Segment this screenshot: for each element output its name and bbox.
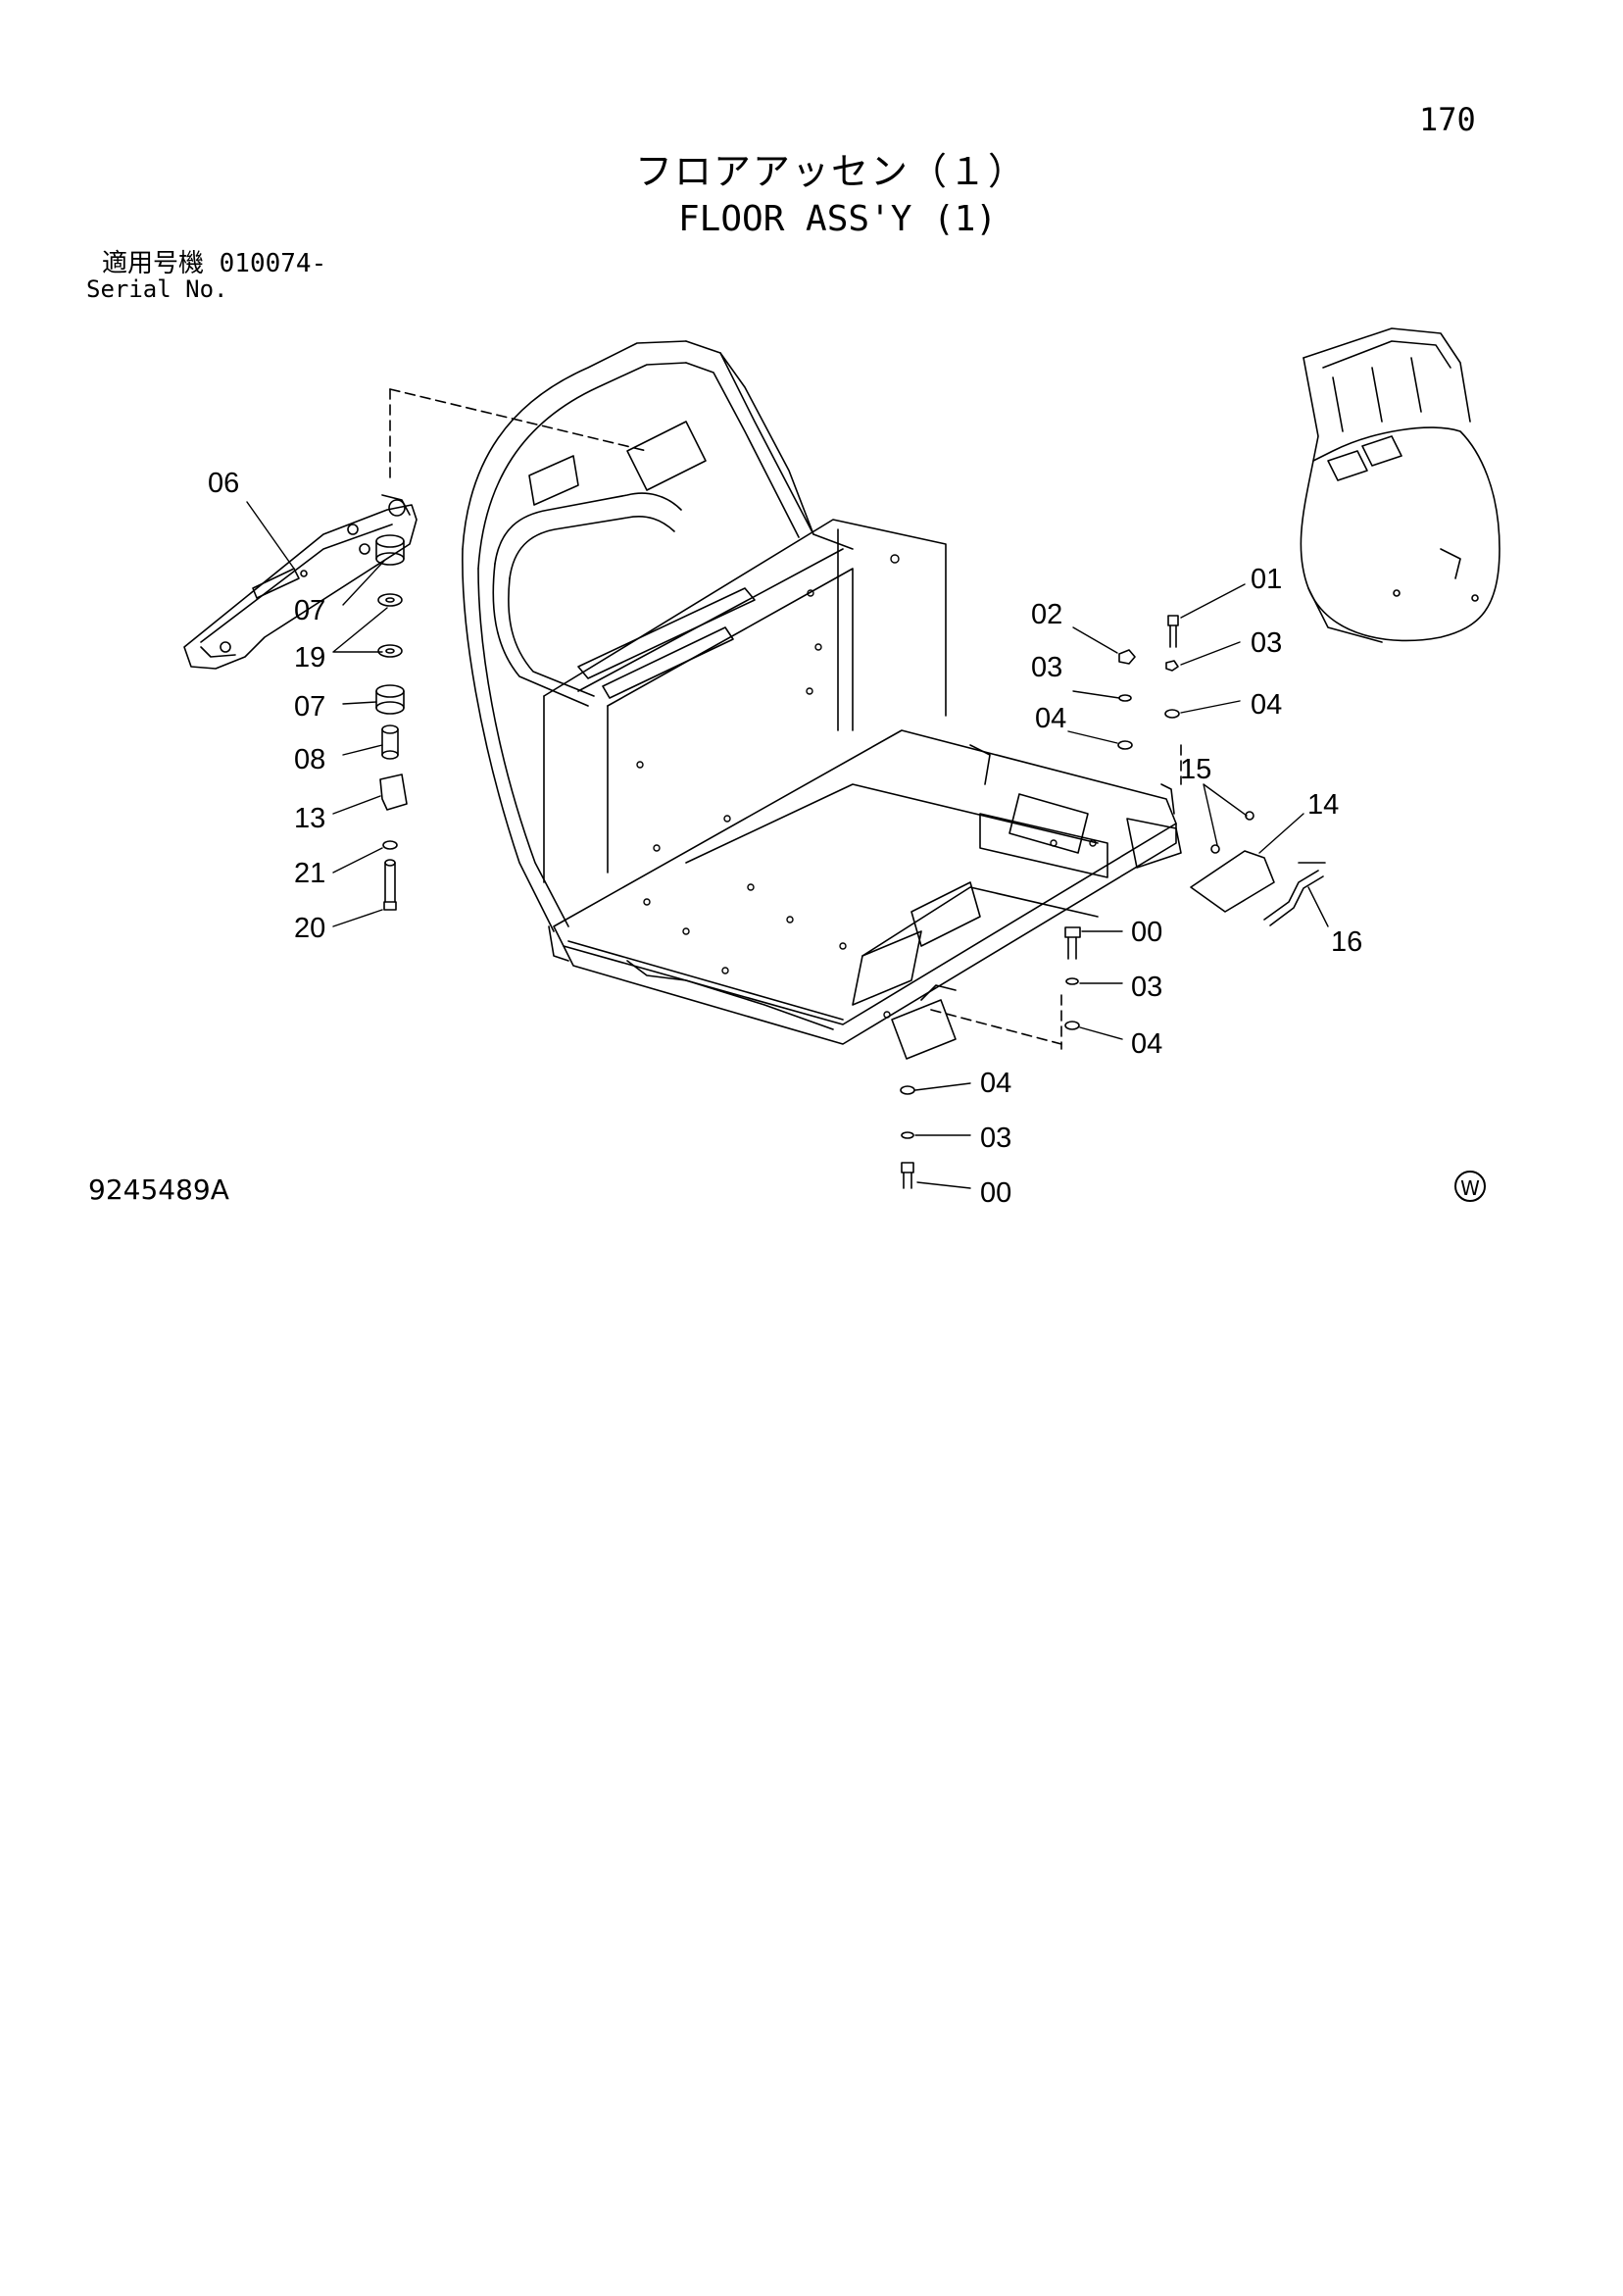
rubber-mount-stack-drawing: [375, 534, 408, 911]
serial-label-english: Serial No.: [86, 275, 228, 303]
callout-01: 01: [1251, 564, 1282, 595]
callout-20: 20: [294, 913, 325, 944]
hardware-right-drawing: [900, 615, 1326, 1189]
callout-19: 19: [294, 642, 325, 674]
callout-04-left-upper: 04: [1035, 703, 1066, 734]
callout-03-left-upper: 03: [1031, 652, 1062, 683]
callout-14: 14: [1307, 789, 1339, 821]
page-title-english: FLOOR ASS'Y (1): [678, 199, 998, 239]
callout-leaders: [246, 501, 1329, 1189]
callout-08: 08: [294, 744, 325, 775]
drawing-number: 9245489A: [88, 1173, 229, 1206]
callout-00-right: 00: [1131, 917, 1162, 948]
callout-03-right-upper: 03: [1251, 627, 1282, 659]
callout-03-bottom: 03: [980, 1123, 1011, 1154]
callout-00-bottom: 00: [980, 1177, 1011, 1209]
callout-07-lower: 07: [294, 691, 325, 723]
page-number: 170: [1419, 101, 1476, 138]
serial-label-japanese: 適用号機 010074-: [102, 249, 327, 278]
callout-07-upper: 07: [294, 595, 325, 626]
w-circle-mark-icon: W: [1454, 1171, 1486, 1202]
floor-frame-drawing: [389, 340, 1182, 1060]
callout-15: 15: [1180, 754, 1211, 785]
cab-housing-drawing: [1300, 327, 1500, 643]
callout-04-right-upper: 04: [1251, 689, 1282, 721]
callout-04-right-lower: 04: [1131, 1028, 1162, 1060]
callout-06: 06: [208, 468, 239, 499]
callout-21: 21: [294, 858, 325, 889]
callout-13: 13: [294, 803, 325, 834]
page-title-japanese: フロアアッセン（１）: [635, 150, 1028, 193]
callout-04-bottom: 04: [980, 1068, 1011, 1099]
mount-plate-06-drawing: [183, 494, 418, 670]
callout-16: 16: [1331, 926, 1362, 958]
callout-03-right-lower: 03: [1131, 972, 1162, 1003]
callout-02: 02: [1031, 599, 1062, 630]
